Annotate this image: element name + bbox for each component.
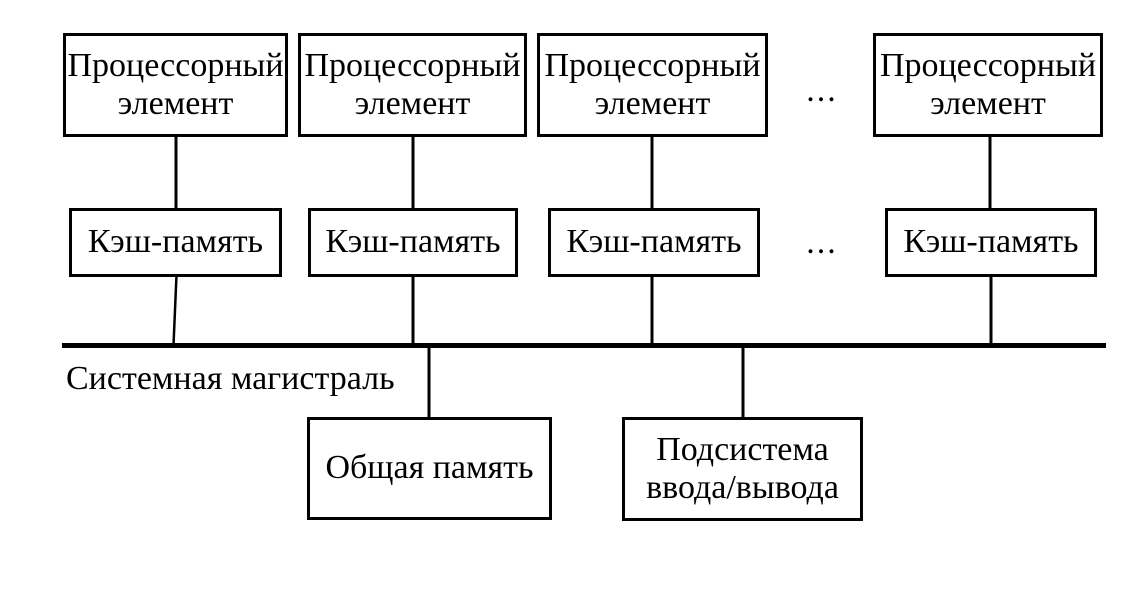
ellipsis-row1: ... <box>806 72 838 109</box>
processor-element-box-2: Процессорный элемент <box>298 33 527 137</box>
cache-label: Кэш-память <box>903 223 1079 261</box>
cache-label: Кэш-память <box>325 223 501 261</box>
cache-label: Кэш-память <box>87 223 264 261</box>
cache-box-4: Кэш-память <box>885 208 1097 277</box>
connector-cache1-bus <box>172 274 178 346</box>
shared-memory-label: Общая память <box>325 449 534 487</box>
cache-box-1: Кэш-память <box>69 208 282 277</box>
processor-element-label: Процессорный элемент <box>879 46 1097 122</box>
processor-element-box-1: Процессорный элемент <box>63 33 288 137</box>
processor-element-label: Процессорный элемент <box>304 46 521 122</box>
cache-box-2: Кэш-память <box>308 208 518 277</box>
io-subsystem-label: Подсистема ввода/вывода <box>646 430 839 506</box>
system-bus-label: Системная магистраль <box>66 360 395 397</box>
processor-element-box-4: Процессорный элемент <box>873 33 1103 137</box>
ellipsis-row2: ... <box>806 223 838 261</box>
processor-element-label: Процессорный элемент <box>544 46 761 122</box>
shared-memory-box: Общая память <box>307 417 552 520</box>
cache-box-3: Кэш-память <box>548 208 760 277</box>
processor-element-label: Процессорный элемент <box>67 46 284 122</box>
cache-label: Кэш-память <box>566 223 742 261</box>
io-subsystem-box: Подсистема ввода/вывода <box>622 417 863 521</box>
processor-element-box-3: Процессорный элемент <box>537 33 768 137</box>
